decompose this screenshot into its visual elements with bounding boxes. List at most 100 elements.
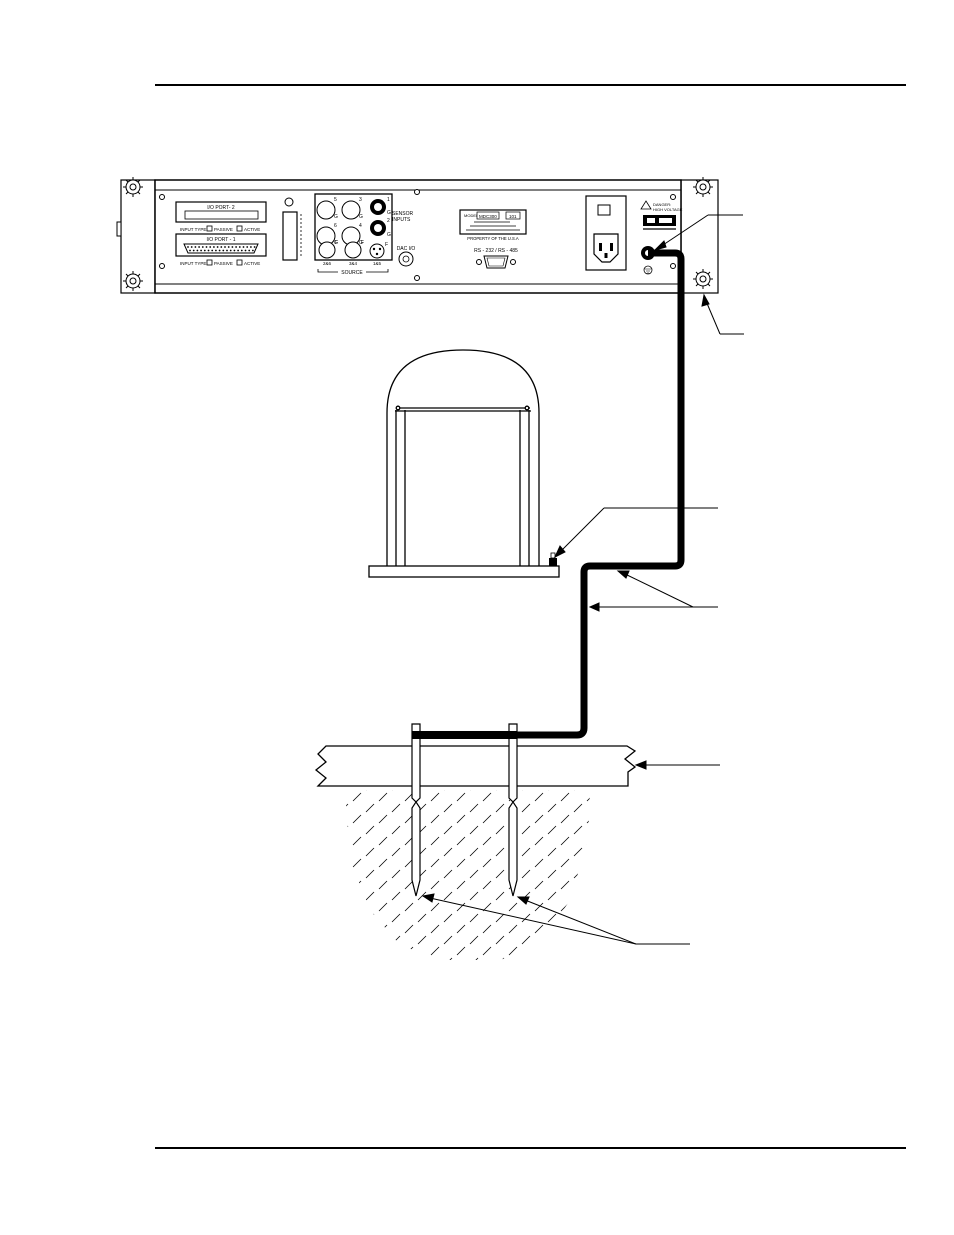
connector-pin [196,249,199,252]
connector-pin [192,249,195,252]
connector-pin [231,246,234,248]
panel-screw-icon [414,275,420,281]
g-label: G [334,240,338,246]
connector-pin [194,246,197,248]
source-group-label: SOURCE [341,270,363,276]
connector-pin [216,246,219,248]
sensor-connector-icon [370,199,386,236]
db9-connector-icon [476,255,516,269]
source-connector-icon [344,241,362,259]
connector-pin [246,246,249,248]
model-suffix: 101 [509,214,517,219]
connector-pin [190,246,193,248]
connector-pin [250,246,252,248]
svg-text:HIGH VOLTAGE: HIGH VOLTAGE [653,207,683,212]
channel-number: 1 [387,197,390,203]
soil-hatch [345,790,590,960]
connector-pin [209,246,212,248]
connector-pin [229,249,232,252]
connector-pin [226,249,228,252]
rear-panel: I/O PORT- 2 INPUT TYPE: PASSIVE ACTIVE I… [116,177,719,294]
rack-screw-icon [123,271,143,291]
antenna-radome [368,349,560,578]
sensor-inputs-label: INPUTS [392,217,411,223]
connector-pin [222,249,225,252]
g-label: G [334,214,338,220]
g-label: G [359,214,363,220]
connector-pin [201,246,204,248]
connector-pin [207,249,210,252]
panel-screw-icon [159,263,165,269]
g-label: G [387,210,391,216]
connector-pin [253,246,256,248]
g-label: G [359,240,363,246]
channel-number: 6 [334,223,337,229]
connector-pin [252,249,254,252]
source-label: 2&6 [323,261,332,266]
callout-earth [634,760,720,770]
callout-antenna-lug [553,507,718,559]
connector-pin [244,249,247,252]
connector-pin [218,249,221,252]
panel-screw-icon [670,263,676,269]
bnc-connector-icon [341,200,361,220]
connector-pin [220,246,223,248]
connector-pin [189,249,191,252]
connector-pin [233,249,236,252]
connector-pin [242,246,245,248]
f-label: F [385,242,388,248]
io-port-1-label: I/O PORT - 1 [207,237,236,243]
antenna-ground-lug-icon [549,552,557,566]
passive-label: PASSIVE [214,227,233,232]
bnc-connector-icon [316,200,336,220]
ground-surface [314,745,637,787]
sensor-inputs-label: SENSOR [392,211,414,217]
model-prefix: MODEL [464,213,479,218]
connector-pin [235,246,238,248]
rod-clamp [412,731,517,739]
connector-pin [238,246,241,248]
source-connector-icon [318,241,336,259]
f-label: F [361,240,364,246]
connector-pin [205,246,208,248]
connector-pin [237,249,240,252]
dac-io-label: DAC I/O [397,246,416,252]
channel-number: 2 [387,218,390,224]
connector-pin [224,246,226,248]
connector-pin [187,246,189,248]
io-port-2-label: I/O PORT- 2 [207,205,235,211]
passive-label: PASSIVE [214,261,233,266]
g-label: G [387,232,391,238]
channel-number: 3 [359,197,362,203]
option-slot [282,197,302,261]
panel-screw-icon [159,194,165,200]
connector-pin [211,249,214,252]
channel-number: 4 [359,223,362,229]
source-connector-icon [369,243,385,259]
ground-rod [411,723,421,897]
fuse-holder-icon [597,204,611,216]
svg-text:DANGER:: DANGER: [653,202,671,207]
panel-screw-icon [670,194,676,200]
power-inlet-icon [593,233,619,263]
active-label: ACTIVE [244,261,260,266]
callout-ground-stud [653,214,743,251]
ground-rod [508,723,518,897]
connector-pin [213,246,215,248]
property-label: PROPERTY OF THE U.S.A [467,236,519,241]
rack-screw-icon [693,177,713,197]
callout-ground-cable [588,570,718,612]
input-type-label: INPUT TYPE: [180,261,208,266]
channel-number: 5 [334,197,337,203]
rack-screw-icon [693,269,713,289]
ground-cable [416,249,685,739]
source-label: 1&5 [373,261,382,266]
panel-screw-icon [414,189,420,195]
connector-pin [240,249,243,252]
source-label: 3&4 [349,261,358,266]
rs232-label: RS - 232 / RS - 485 [474,248,518,254]
rack-screw-icon [123,177,143,197]
connector-pin [248,249,251,252]
callout-ground-rods [421,893,690,945]
dac-connector-icon [398,251,414,267]
